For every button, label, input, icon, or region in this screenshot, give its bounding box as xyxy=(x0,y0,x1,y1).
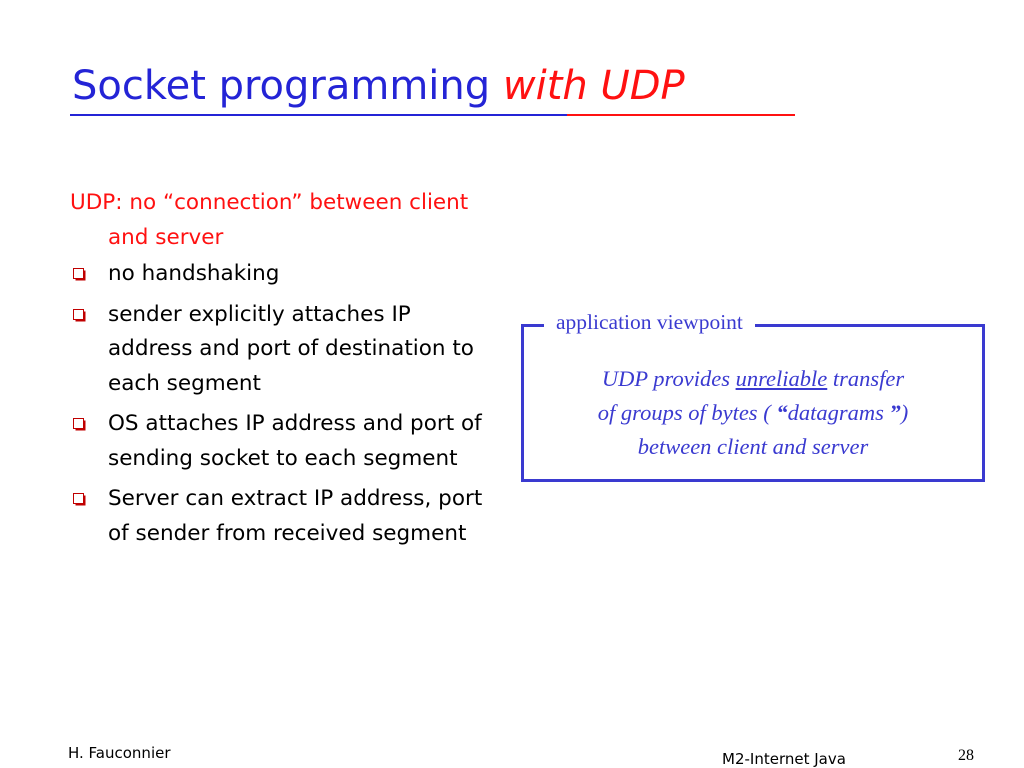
bullet-item: Server can extract IP address, port of s… xyxy=(70,482,490,551)
viewpoint-line-1-end: transfer xyxy=(827,366,905,391)
viewpoint-line-2-end: ) xyxy=(900,400,909,425)
bullet-text: no handshaking xyxy=(108,261,280,286)
footer-author: H. Fauconnier xyxy=(68,744,171,762)
bullet-item: OS attaches IP address and port of sendi… xyxy=(70,407,490,476)
bullet-item: sender explicitly attaches IP address an… xyxy=(70,298,490,402)
slide-body: UDP: no “connection” between client and … xyxy=(70,186,490,557)
unreliable-text: unreliable xyxy=(735,366,828,391)
footer-course: M2-Internet Java xyxy=(722,750,846,768)
title-underline-blue xyxy=(70,114,567,116)
hollow-square-bullet-icon xyxy=(73,493,84,504)
bullet-list: no handshaking sender explicitly attache… xyxy=(70,257,490,551)
viewpoint-line-2-start: of groups of bytes ( xyxy=(597,400,777,425)
slide-title: Socket programming with UDP xyxy=(72,58,685,114)
bullet-text: OS attaches IP address and port of sendi… xyxy=(108,411,482,471)
title-underline-red xyxy=(567,114,795,116)
application-viewpoint-box: application viewpoint UDP provides unrel… xyxy=(521,306,985,482)
close-quote: ” xyxy=(889,400,901,425)
intro-text: UDP: no “connection” between client and … xyxy=(70,190,469,250)
bullet-item: no handshaking xyxy=(70,257,490,292)
viewpoint-box-legend: application viewpoint xyxy=(544,306,755,338)
hollow-square-bullet-icon xyxy=(73,268,84,279)
viewpoint-line-2: of groups of bytes ( “datagrams ”) xyxy=(524,396,982,430)
datagrams-text: datagrams xyxy=(787,400,890,425)
viewpoint-line-3: between client and server xyxy=(637,434,869,459)
viewpoint-box-text: UDP provides unreliable transfer of grou… xyxy=(524,362,982,464)
hollow-square-bullet-icon xyxy=(73,308,84,320)
slide-title-accent: with UDP xyxy=(502,63,685,109)
viewpoint-line-1: UDP provides unreliable transfer xyxy=(524,362,982,396)
hollow-square-bullet-icon xyxy=(73,418,84,429)
viewpoint-line-1-start: UDP provides xyxy=(601,366,736,391)
page-number: 28 xyxy=(958,747,974,764)
bullet-text: Server can extract IP address, port of s… xyxy=(108,486,483,546)
bullet-text: sender explicitly attaches IP address an… xyxy=(108,301,474,396)
slide-title-main: Socket programming xyxy=(72,63,503,109)
open-quote: “ xyxy=(776,400,788,425)
